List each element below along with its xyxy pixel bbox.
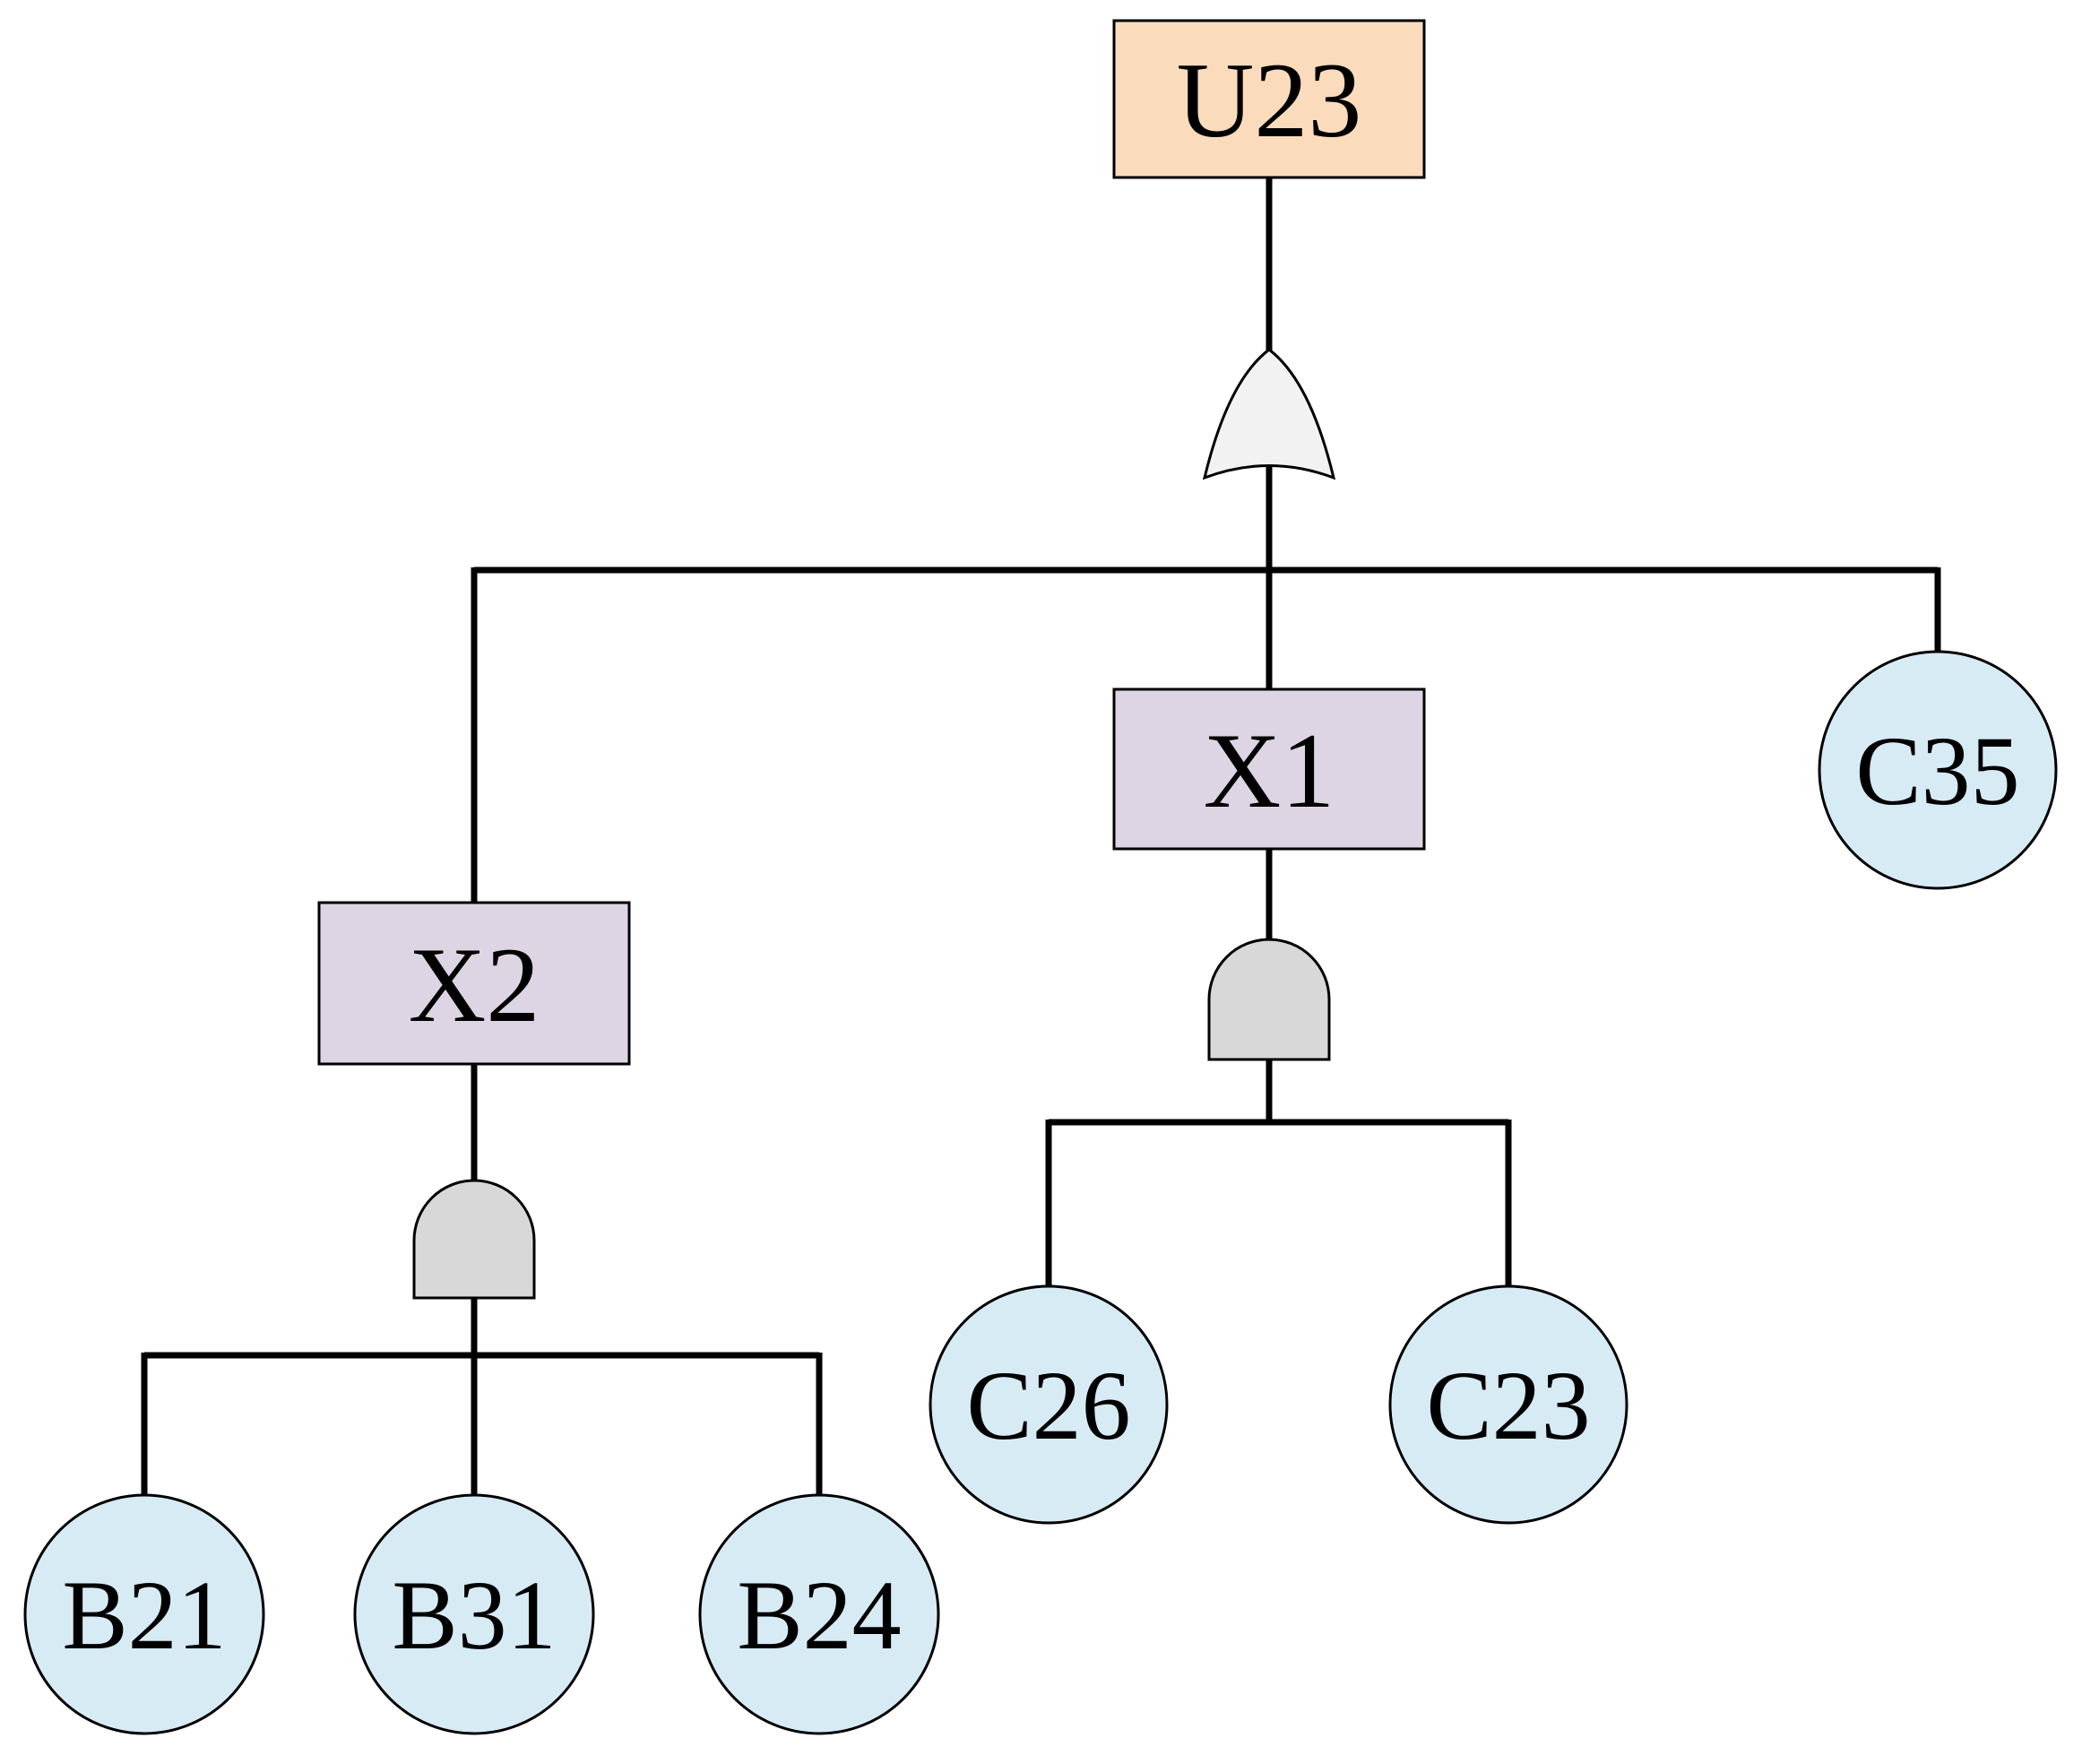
node-c26: C26 [929,1284,1169,1525]
node-b24-circle [698,1493,940,1735]
node-c35-label: C35 [1855,716,2019,826]
node-c26-label: C26 [966,1351,1130,1460]
node-b31-circle [353,1493,595,1735]
node-c35-circle [1818,650,2058,890]
node-u23: U23 [1112,19,1426,179]
node-c35: C35 [1818,650,2058,890]
node-u23-label: U23 [1177,40,1362,160]
node-b31: B31 [353,1493,595,1735]
nodes: U23 X1 X2 C35 C26 [23,19,2058,1735]
node-b21: B21 [23,1493,265,1735]
gates [412,348,1336,1300]
node-x2-label: X2 [409,925,540,1044]
or-gate-icon [1202,348,1336,480]
node-b24-label: B24 [737,1561,901,1670]
node-c26-circle [929,1284,1169,1525]
node-b24: B24 [698,1493,940,1735]
node-c23: C23 [1388,1284,1628,1525]
node-x2-box [317,901,631,1066]
and-gate-x2-icon [412,1179,536,1300]
node-b21-circle [23,1493,265,1735]
node-b31-label: B31 [392,1561,556,1670]
node-u23-box [1112,19,1426,179]
and-gate-x1-icon [1207,938,1331,1061]
node-x2: X2 [317,901,631,1066]
node-x1-box [1112,687,1426,851]
node-c23-label: C23 [1426,1351,1590,1460]
node-x1: X1 [1112,687,1426,851]
node-x1-label: X1 [1204,711,1335,830]
node-c23-circle [1388,1284,1628,1525]
node-b21-label: B21 [62,1561,226,1670]
